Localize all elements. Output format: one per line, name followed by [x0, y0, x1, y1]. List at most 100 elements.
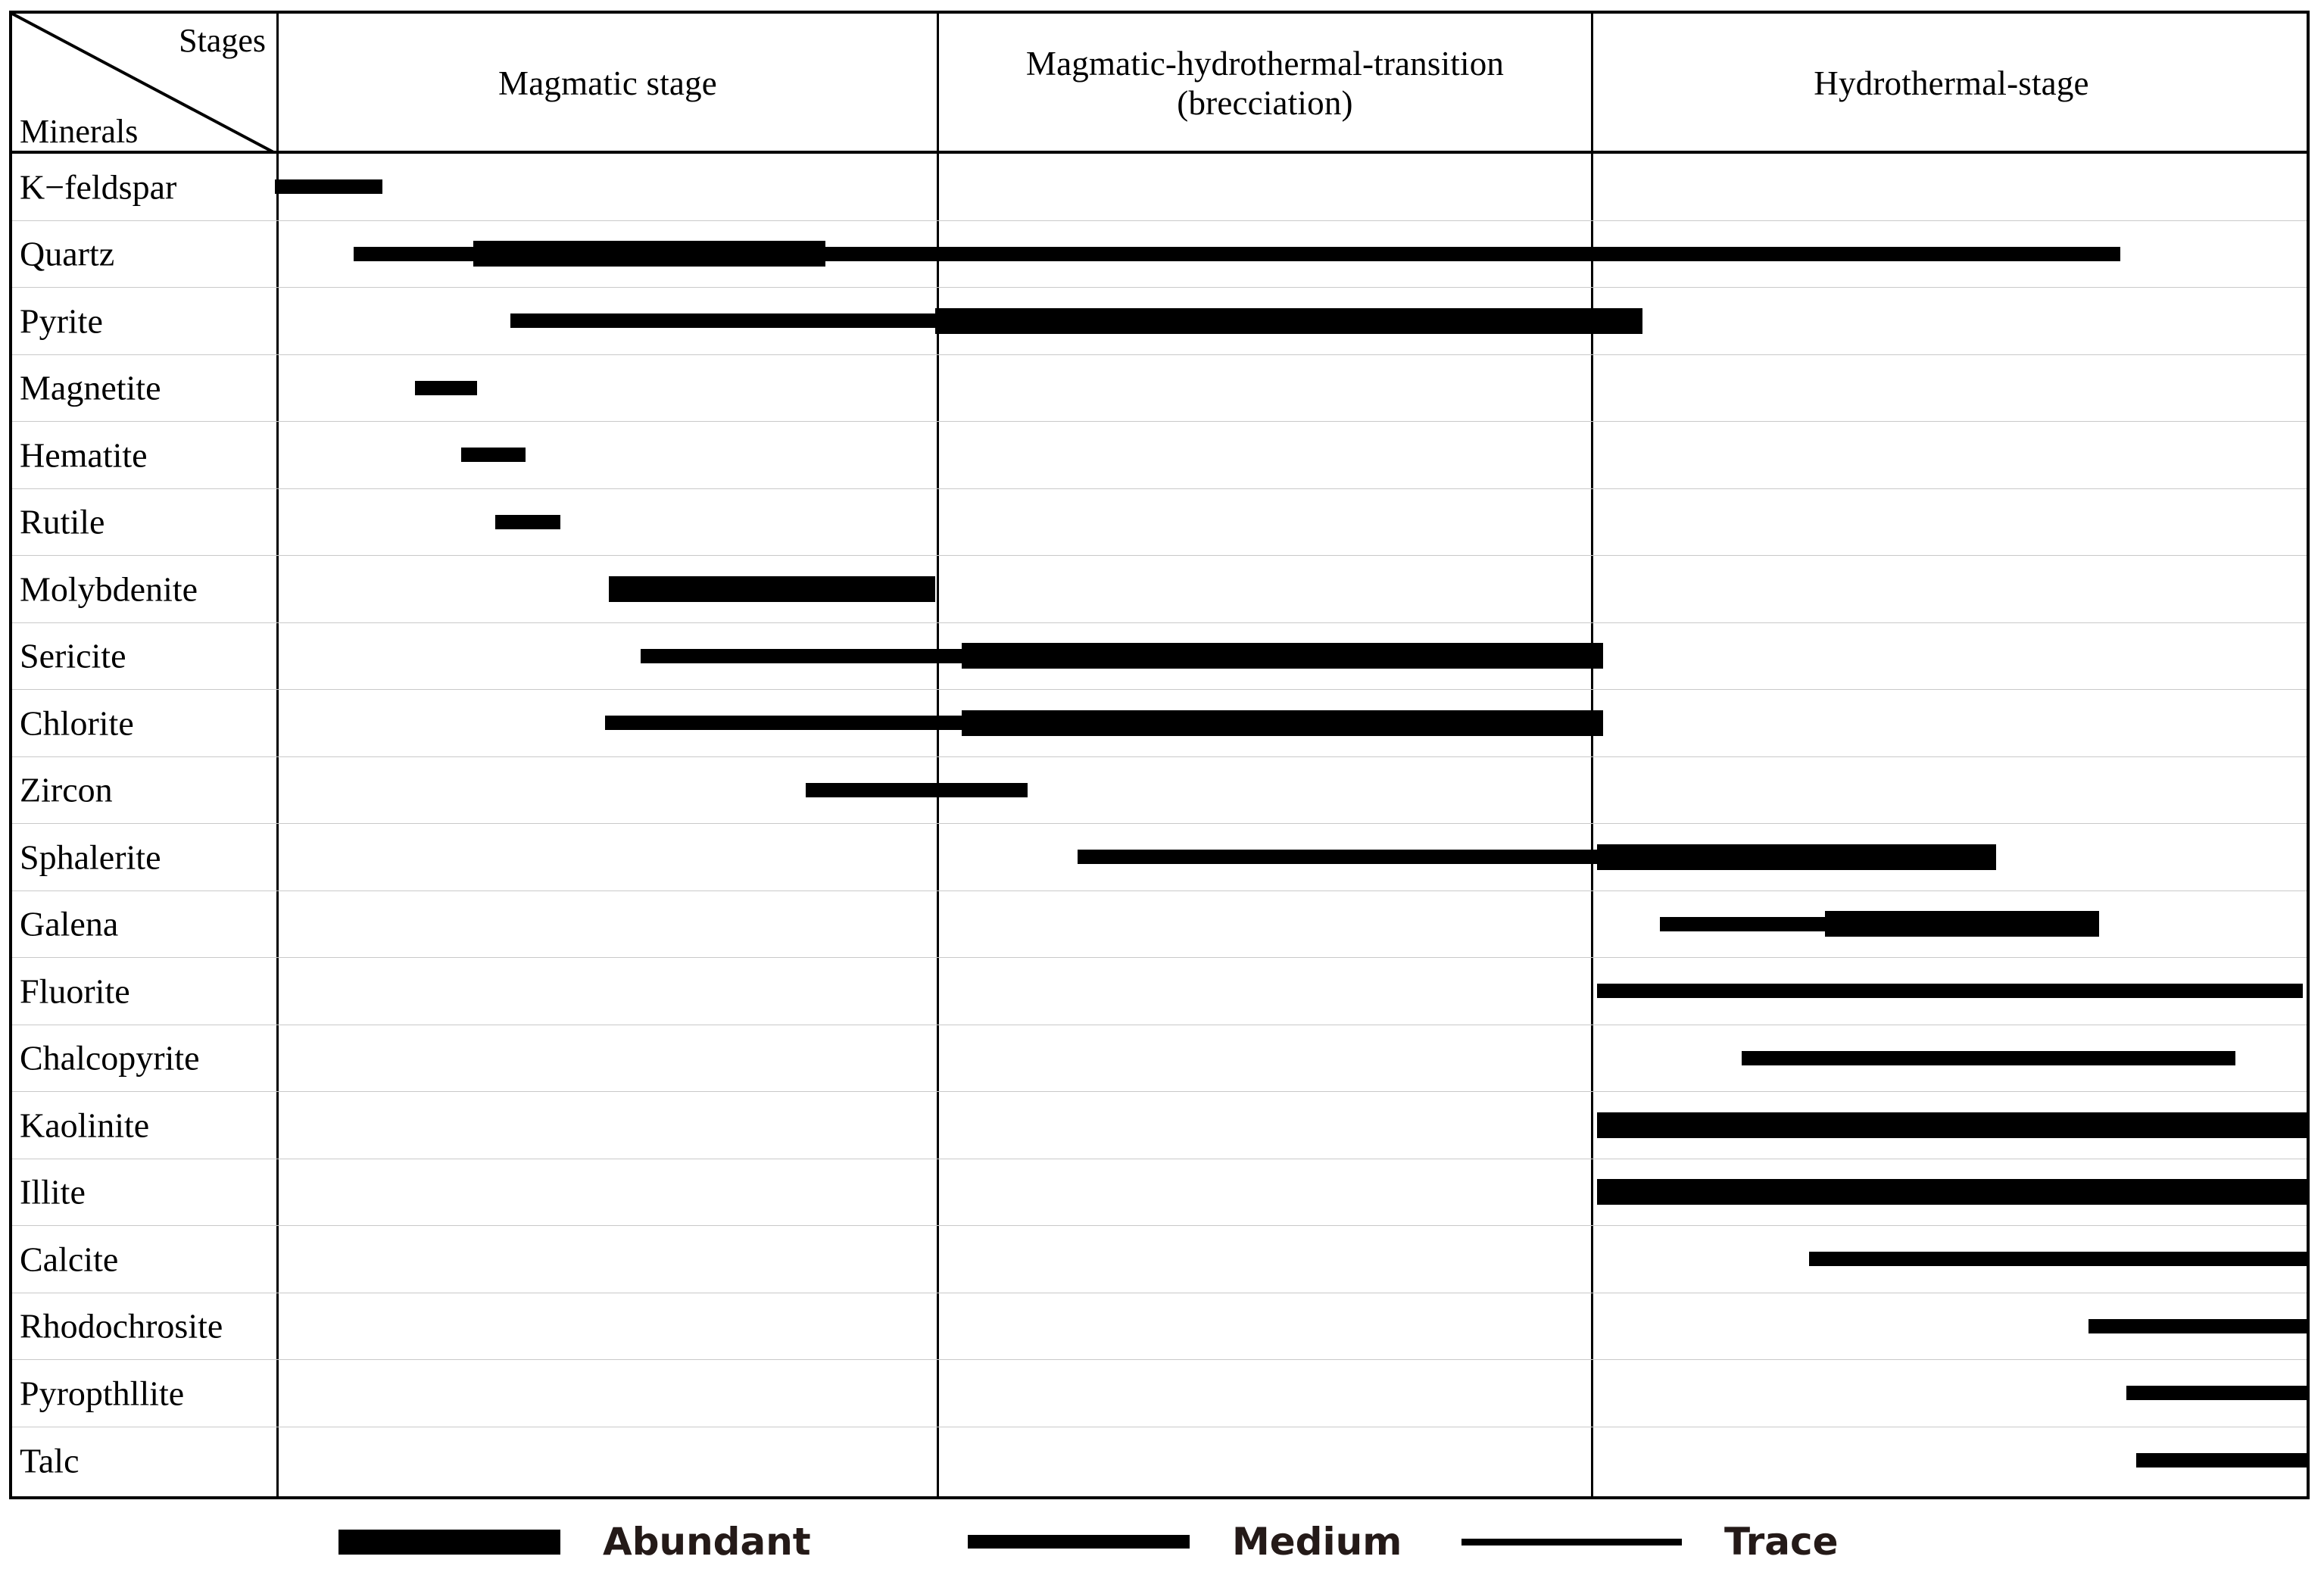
legend-item-trace: Trace: [1461, 1511, 1839, 1572]
table-row: Illite: [12, 1159, 2308, 1226]
mineral-name-label: Molybdenite: [20, 569, 198, 609]
abundance-bar-abundant: [473, 241, 825, 267]
stage-header-label: Hydrothermal-stage: [1814, 64, 2089, 102]
abundance-bar-medium: [461, 448, 526, 463]
paragenesis-table: Stages Minerals Magmatic stage Magmatic-…: [9, 11, 2310, 1499]
mineral-name-label: K−feldspar: [20, 167, 177, 207]
mineral-column-divider: [276, 1159, 279, 1225]
mineral-column-divider: [276, 1427, 279, 1494]
mineral-column-divider: [276, 1092, 279, 1159]
abundance-bar-medium: [354, 246, 473, 261]
table-row: Rutile: [12, 488, 2307, 556]
mineral-column-divider: [276, 288, 279, 354]
mineral-name-label: Talc: [20, 1441, 80, 1480]
stage-header-label: Magmatic stage: [498, 64, 717, 102]
table-row: Quartz: [12, 220, 2307, 288]
legend-swatch-abundant: [338, 1529, 560, 1555]
abundance-bar-medium: [2136, 1453, 2308, 1468]
mineral-name-label: Illite: [20, 1172, 86, 1212]
table-row: Galena: [12, 890, 2307, 958]
mineral-column-divider: [276, 622, 279, 689]
mineral-column-divider: [276, 354, 279, 421]
table-header-row: Stages Minerals Magmatic stage Magmatic-…: [12, 14, 2307, 154]
column-separator-magmatic: [937, 14, 939, 1496]
table-row: Chalcopyrite: [12, 1025, 2307, 1092]
legend: Abundant Medium Trace: [0, 1511, 2324, 1572]
mineral-name-label: Sphalerite: [20, 837, 161, 877]
abundance-bar-medium: [1809, 1252, 2308, 1267]
abundance-bar-medium: [415, 380, 477, 395]
abundance-bar-abundant: [1825, 911, 2099, 937]
mineral-name-label: Chlorite: [20, 703, 134, 743]
mineral-column-divider: [276, 556, 279, 622]
abundance-bar-medium: [605, 716, 962, 731]
mineral-name-label: Kaolinite: [20, 1106, 150, 1145]
abundance-bar-medium: [1597, 984, 2303, 999]
abundance-bar-medium: [806, 782, 1028, 797]
mineral-name-label: Calcite: [20, 1240, 119, 1279]
table-row: Hematite: [12, 422, 2307, 489]
legend-item-medium: Medium: [968, 1511, 1402, 1572]
legend-label: Abundant: [603, 1520, 811, 1564]
stage-header-magmatic-hydrothermal-transition: Magmatic-hydrothermal-transition (brecci…: [939, 14, 1591, 154]
stages-axis-label: Stages: [179, 22, 266, 59]
mineral-column-divider: [276, 488, 279, 555]
corner-header-cell: Stages Minerals: [12, 14, 276, 154]
abundance-bar-abundant: [962, 710, 1603, 736]
legend-item-abundant: Abundant: [338, 1511, 811, 1572]
stage-header-label: Magmatic-hydrothermal-transition (brecci…: [1025, 44, 1505, 122]
mineral-column-divider: [276, 824, 279, 890]
mineral-name-label: Sericite: [20, 636, 126, 675]
mineral-column-divider: [276, 1360, 279, 1427]
abundance-bar-medium: [1742, 1050, 2235, 1065]
abundance-bar-medium: [2126, 1386, 2308, 1401]
abundance-bar-abundant: [609, 575, 935, 602]
mineral-name-label: Chalcopyrite: [20, 1038, 200, 1078]
column-separator-transition: [1591, 14, 1593, 1496]
mineral-name-label: Magnetite: [20, 368, 161, 407]
table-row: Molybdenite: [12, 556, 2307, 623]
abundance-bar-medium: [275, 179, 382, 195]
abundance-bar-medium: [2088, 1318, 2308, 1333]
abundance-bar-medium: [641, 648, 962, 663]
mineral-column-divider: [276, 958, 279, 1025]
abundance-bar-medium: [1078, 850, 1597, 865]
abundance-bar-medium: [1660, 916, 1825, 931]
legend-swatch-trace: [1461, 1538, 1682, 1545]
mineral-name-label: Fluorite: [20, 972, 130, 1011]
table-row: Fluorite: [12, 958, 2307, 1025]
abundance-bar-medium: [510, 313, 935, 329]
legend-label: Medium: [1232, 1520, 1402, 1564]
abundance-bar-abundant: [1597, 1179, 2308, 1206]
mineral-column-divider: [276, 756, 279, 823]
mineral-column-divider: [276, 1025, 279, 1091]
abundance-bar-medium: [495, 514, 560, 529]
mineral-name-label: Zircon: [20, 770, 113, 809]
abundance-bar-abundant: [962, 643, 1603, 669]
table-row: Sericite: [12, 622, 2307, 690]
stage-header-magmatic: Magmatic stage: [279, 14, 937, 154]
legend-swatch-medium: [968, 1535, 1190, 1549]
table-row: Magnetite: [12, 354, 2307, 422]
abundance-bar-abundant: [935, 307, 1642, 334]
stage-header-hydrothermal: Hydrothermal-stage: [1593, 14, 2310, 154]
table-row: Zircon: [12, 756, 2307, 824]
mineral-name-label: Galena: [20, 904, 119, 944]
minerals-axis-label: Minerals: [20, 113, 139, 150]
diagonal-divider-line: [12, 14, 276, 154]
mineral-name-label: Hematite: [20, 435, 148, 475]
mineral-column-divider: [276, 690, 279, 756]
abundance-bar-abundant: [1597, 1112, 2308, 1138]
mineral-name-label: Pyrite: [20, 301, 103, 341]
mineral-column-divider: [276, 1226, 279, 1293]
mineral-column-divider: [276, 220, 279, 287]
mineral-column-divider: [276, 422, 279, 488]
table-row: Kaolinite: [12, 1092, 2308, 1159]
table-row: Calcite: [12, 1226, 2308, 1293]
table-row: K−feldspar: [12, 154, 2307, 221]
mineral-name-label: Rutile: [20, 502, 105, 541]
table-row: Rhodochrosite: [12, 1293, 2308, 1360]
legend-label: Trace: [1724, 1520, 1839, 1564]
